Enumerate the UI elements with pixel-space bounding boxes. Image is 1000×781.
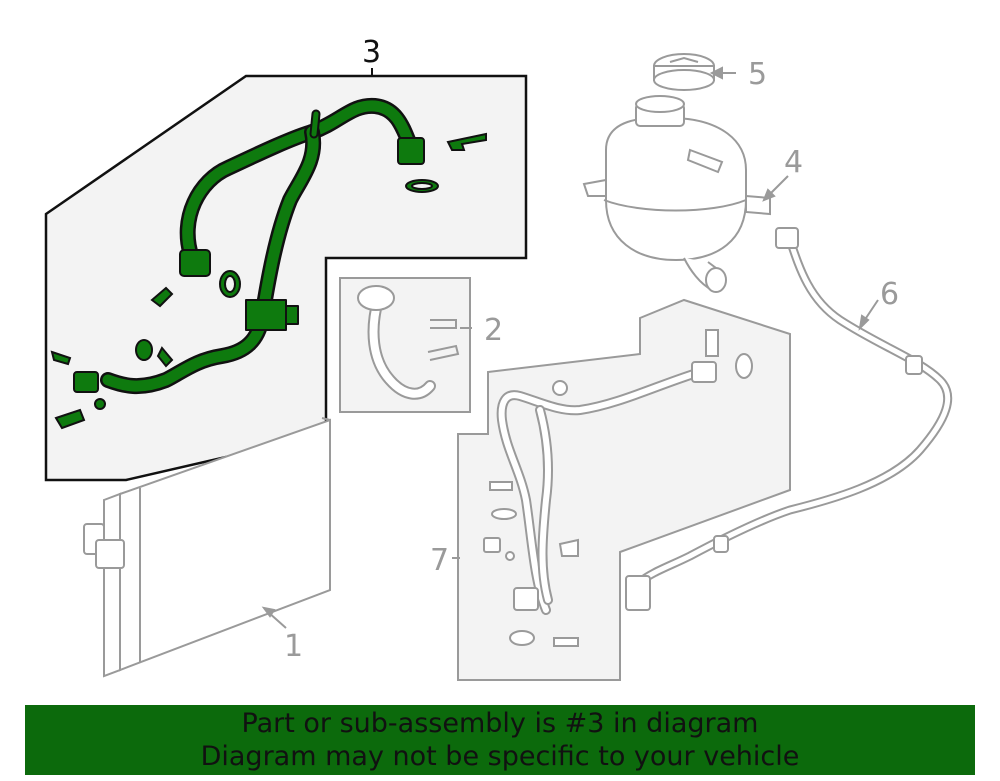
hose-fittings [50,132,487,430]
subassembly-3-panel [44,68,528,482]
callout-1: 1 [284,629,303,664]
part-6-hose [625,227,953,611]
callout-5: 5 [748,57,767,92]
part-4-reservoir [582,95,771,293]
callout-6: 6 [880,277,899,312]
leader-lines [261,66,879,629]
part-2-panel [339,277,471,413]
callout-3: 3 [362,35,381,70]
banner-line-2: Diagram may not be specific to your vehi… [200,741,800,772]
callout-7: 7 [430,543,449,578]
info-banner: Part or sub-assembly is #3 in diagram Di… [25,705,975,775]
part-1-radiator [83,417,331,678]
part-7-panel [457,298,791,681]
callout-2: 2 [484,313,503,348]
banner-line-1: Part or sub-assembly is #3 in diagram [241,708,759,739]
parts-diagram: 3 5 4 6 2 7 1 [44,35,953,681]
callout-4: 4 [784,145,803,180]
coolant-hose-assembly [100,97,416,394]
part-5-cap [653,53,715,91]
